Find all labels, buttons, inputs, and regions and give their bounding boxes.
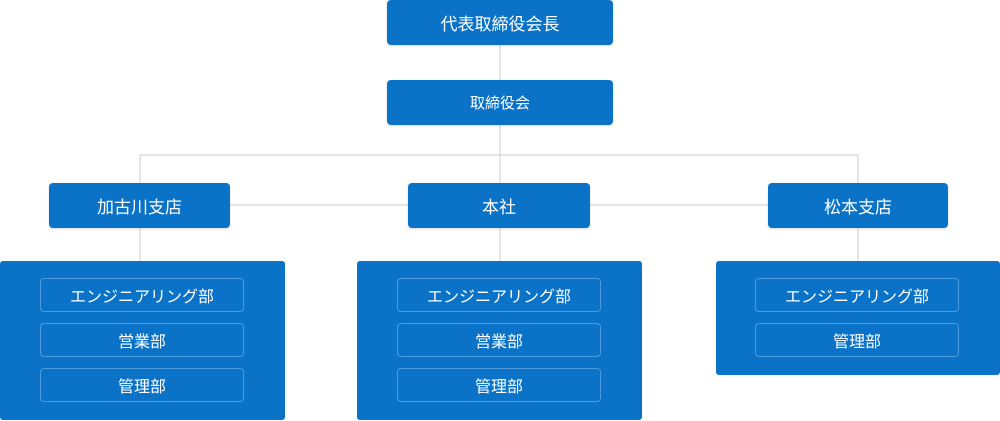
chairman-node: 代表取締役会長 bbox=[387, 0, 613, 45]
board-label: 取締役会 bbox=[469, 94, 530, 112]
department-item: 管理部 bbox=[397, 368, 601, 402]
branch-label: 加古川支店 bbox=[97, 198, 182, 218]
department-item: エンジニアリング部 bbox=[397, 278, 601, 312]
department-item: エンジニアリング部 bbox=[40, 278, 244, 312]
board-node: 取締役会 bbox=[387, 80, 613, 125]
branch-label: 松本支店 bbox=[824, 198, 892, 218]
department-item: 営業部 bbox=[397, 323, 601, 357]
department-panel-kakogawa: エンジニアリング部 営業部 管理部 bbox=[0, 261, 285, 420]
department-item: 管理部 bbox=[755, 323, 959, 357]
department-label: 営業部 bbox=[474, 332, 523, 351]
branch-node-matsumoto: 松本支店 bbox=[768, 183, 948, 228]
department-label: エンジニアリング部 bbox=[69, 287, 214, 306]
department-panel-honsha: エンジニアリング部 営業部 管理部 bbox=[357, 261, 642, 420]
department-item: 営業部 bbox=[40, 323, 244, 357]
department-item: 管理部 bbox=[40, 368, 244, 402]
department-label: エンジニアリング部 bbox=[426, 287, 571, 306]
department-label: 管理部 bbox=[474, 377, 523, 396]
chairman-label: 代表取締役会長 bbox=[440, 15, 560, 35]
branch-node-honsha: 本社 bbox=[408, 183, 590, 228]
department-item: エンジニアリング部 bbox=[755, 278, 959, 312]
department-label: 管理部 bbox=[117, 377, 166, 396]
department-label: 管理部 bbox=[832, 332, 881, 351]
department-label: 営業部 bbox=[117, 332, 166, 351]
department-panel-matsumoto: エンジニアリング部 管理部 bbox=[716, 261, 1000, 375]
branch-label: 本社 bbox=[482, 198, 516, 218]
department-label: エンジニアリング部 bbox=[784, 287, 929, 306]
branch-node-kakogawa: 加古川支店 bbox=[49, 183, 230, 228]
